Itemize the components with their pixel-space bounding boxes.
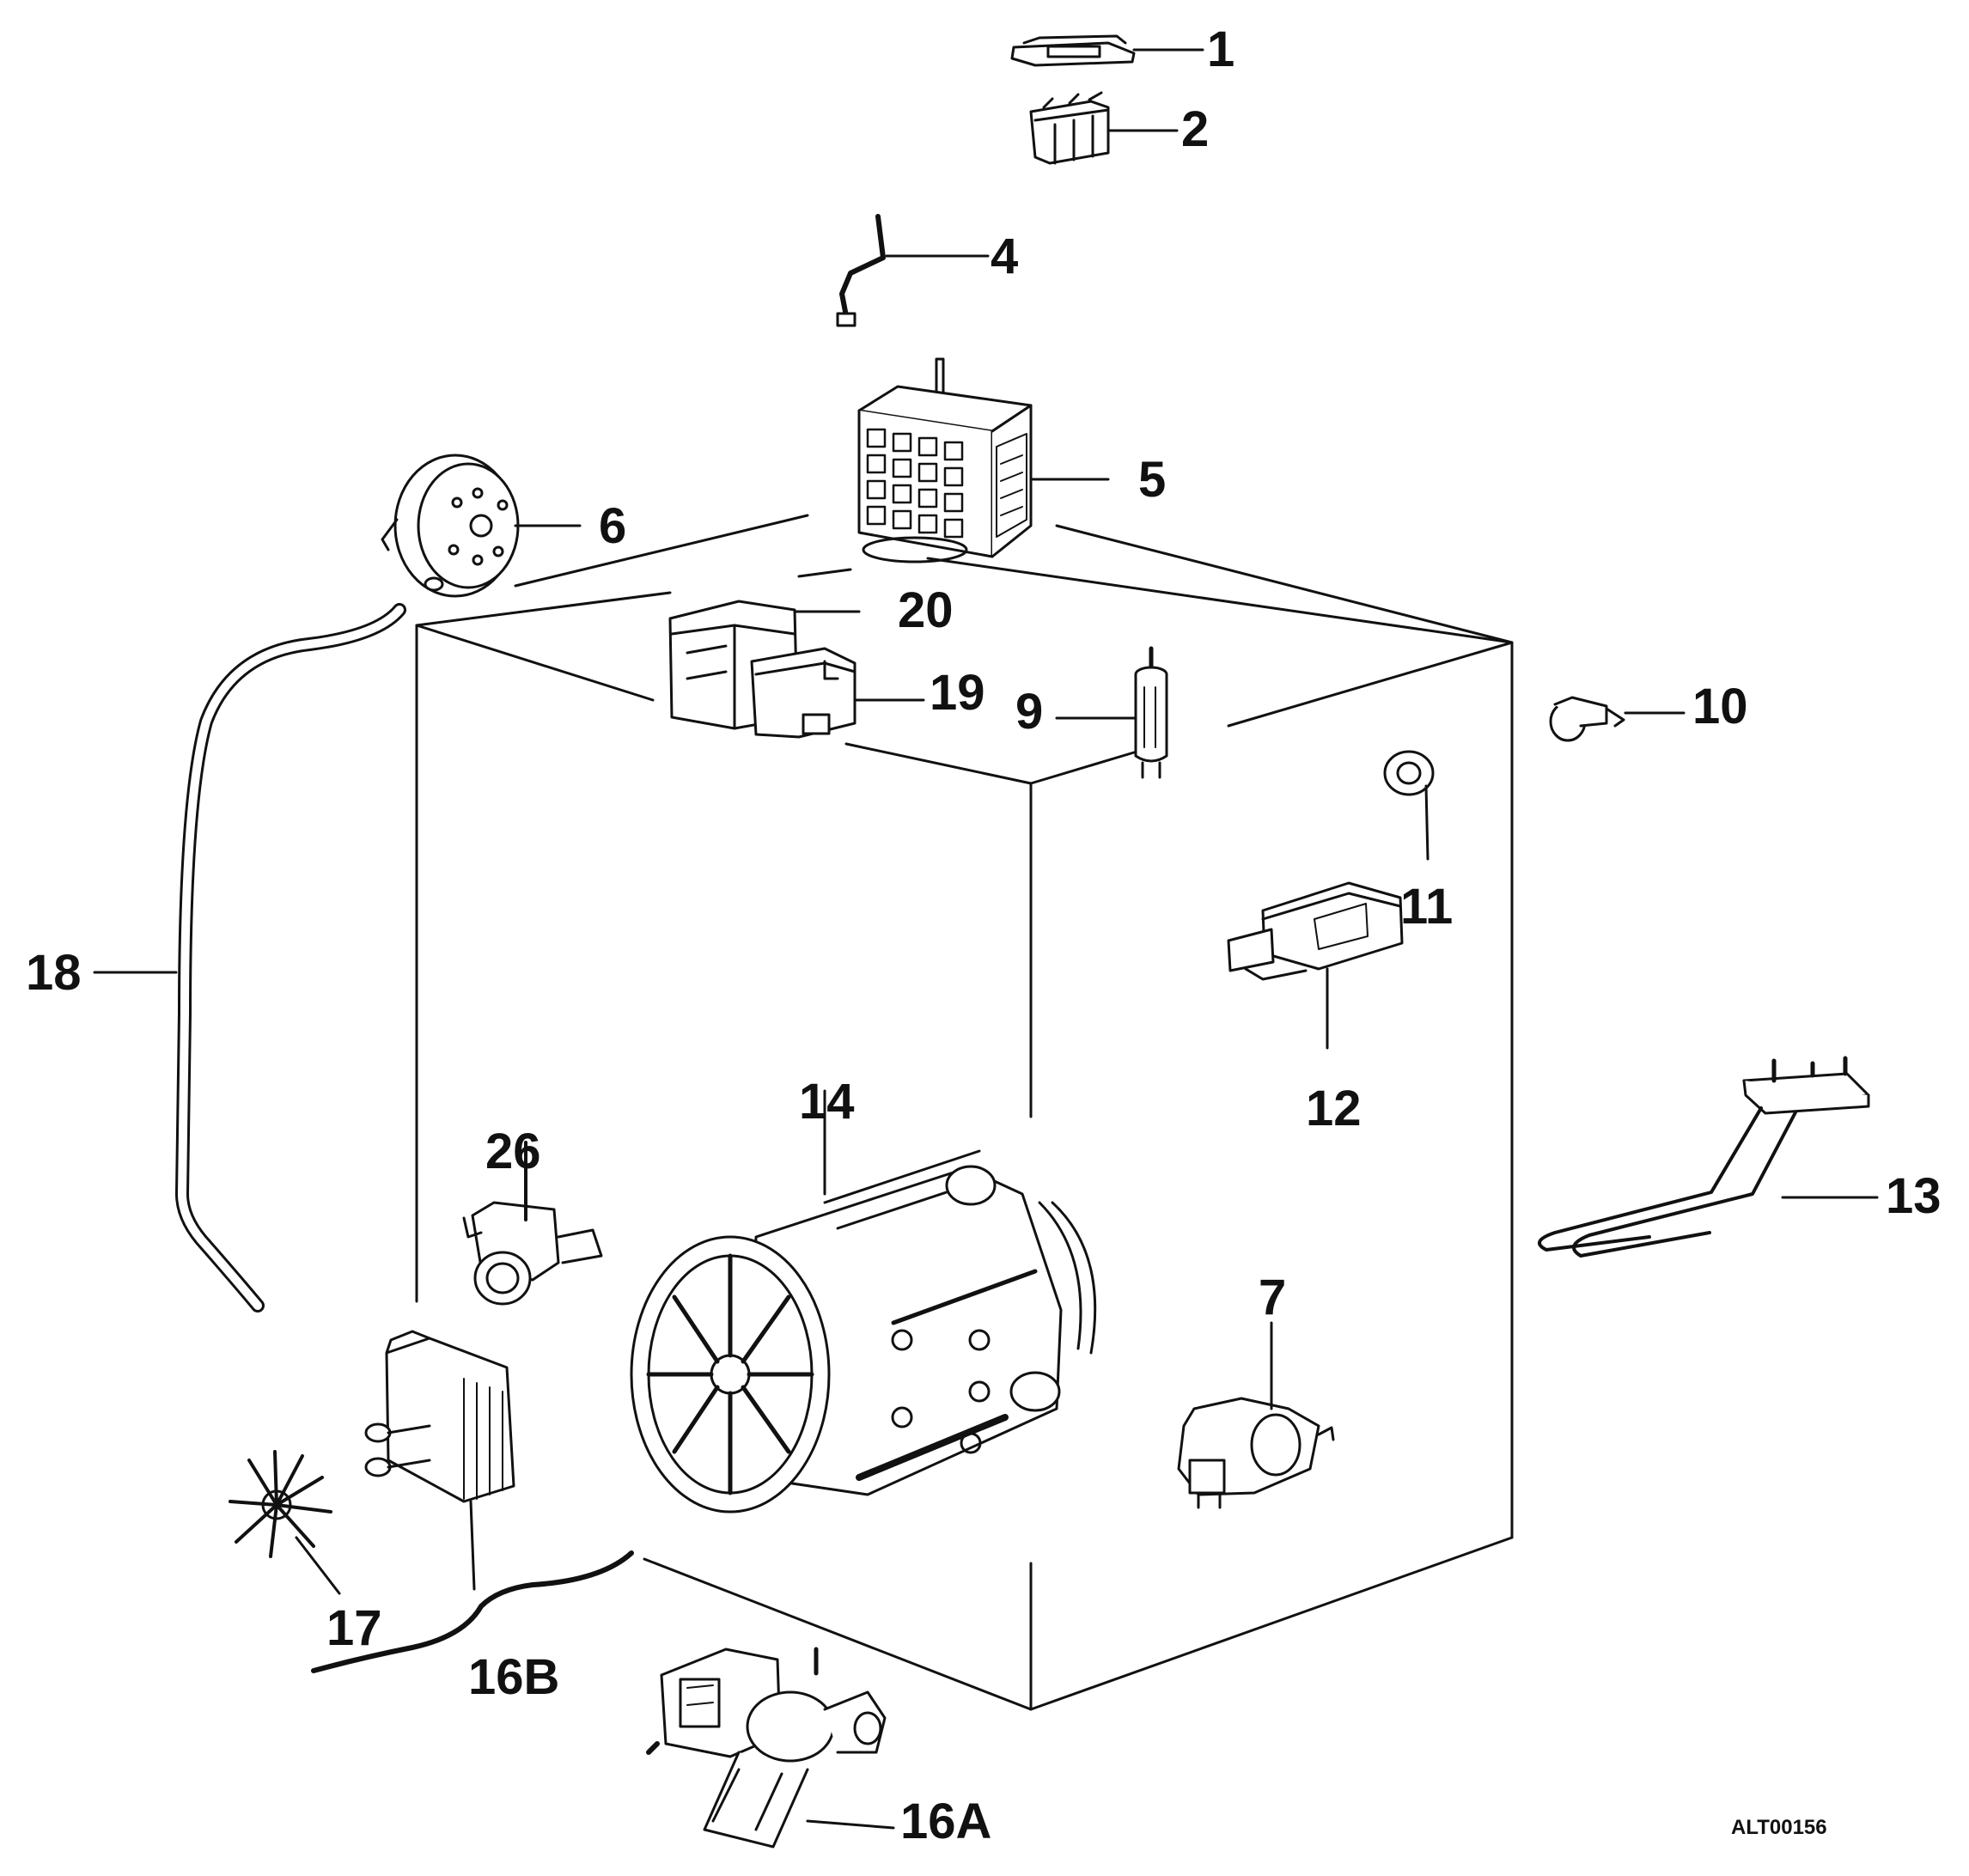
- part-16a-drain-pump: [646, 1647, 895, 1849]
- part-19-door-interlock: [750, 647, 925, 739]
- part-12-suppressor: [1227, 881, 1404, 1050]
- label-9: 9: [1015, 684, 1043, 740]
- label-18: 18: [26, 945, 82, 1001]
- label-1: 1: [1207, 21, 1234, 77]
- label-7: 7: [1259, 1270, 1286, 1325]
- part-labels: 1 2 4 5 6 20 19 9 10 11 12 13 14 18 26 7…: [26, 21, 1942, 1849]
- label-4: 4: [991, 228, 1018, 284]
- part-2-double-switch: [1029, 91, 1179, 165]
- label-16a: 16A: [900, 1794, 991, 1849]
- label-10: 10: [1692, 679, 1748, 734]
- part-17-impeller: [229, 1450, 341, 1595]
- label-11: 11: [1400, 879, 1453, 935]
- part-14-drive-motor: [630, 1089, 1097, 1514]
- label-16b: 16B: [468, 1649, 559, 1705]
- part-4-sensor-wire: [836, 214, 990, 327]
- part-16b-pump-block: [364, 1330, 515, 1591]
- label-5: 5: [1138, 452, 1166, 508]
- part-10-thermostat: [1549, 696, 1686, 742]
- part-13-heating-element: [1538, 1056, 1879, 1258]
- part-9-capacitor: [1055, 646, 1168, 779]
- label-19: 19: [930, 665, 985, 721]
- part-11-grommet: [1383, 750, 1435, 861]
- group-brace: [311, 1550, 634, 1673]
- label-20: 20: [898, 582, 954, 638]
- cabinet-outline: [415, 514, 1514, 1711]
- label-6: 6: [599, 498, 626, 554]
- part-6-small-motor: [381, 454, 582, 598]
- part-5-programmer-timer: [857, 357, 1110, 563]
- label-14: 14: [799, 1074, 855, 1130]
- label-12: 12: [1306, 1081, 1362, 1136]
- part-7-solenoid-valve: [1177, 1321, 1335, 1509]
- label-17: 17: [326, 1600, 382, 1656]
- drawing-code: ALT00156: [1731, 1816, 1827, 1839]
- label-26: 26: [485, 1124, 541, 1179]
- label-2: 2: [1181, 101, 1209, 157]
- part-18-hose: [93, 603, 406, 1313]
- part-1-switch-plate: [1010, 34, 1204, 67]
- label-13: 13: [1886, 1168, 1942, 1224]
- part-26-hose-connector: [462, 1141, 603, 1306]
